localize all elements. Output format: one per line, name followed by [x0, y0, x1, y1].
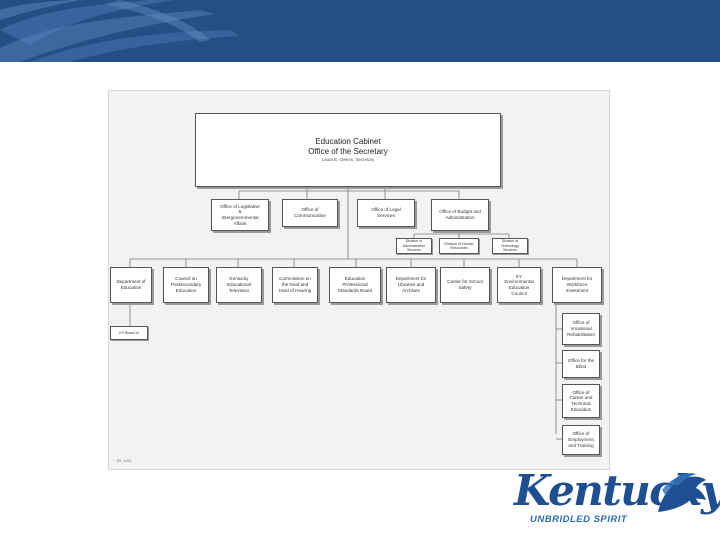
- staff-office-budget: Office of Budget and Administration: [431, 199, 489, 231]
- dept-school-safety: Center for School Safety: [440, 267, 490, 303]
- dept-ket: Kentucky Educational Television: [216, 267, 262, 303]
- office-for-the-blind: Office for the Blind: [562, 350, 600, 378]
- head-title-line2: Office of the Secretary: [308, 146, 388, 156]
- org-chart-image: Education Cabinet Office of the Secretar…: [108, 90, 610, 470]
- ky-board-of-education-box: KY Board of: [110, 326, 148, 340]
- dept-libraries-archives: Department for Libraries and Archives: [386, 267, 436, 303]
- footnote-date: Eff. 11/06: [117, 459, 132, 463]
- dept-education: Department of Education: [110, 267, 152, 303]
- staff-office-legislative: Office of Legislative & Intergovernmenta…: [211, 199, 269, 231]
- horse-head-icon: [658, 473, 706, 512]
- office-employment-training: Office of Employment and Training: [562, 425, 600, 455]
- division-administrative: Division of Administrative Services: [396, 238, 432, 254]
- division-human-resources: Division of Human Resources: [439, 238, 479, 254]
- dept-workforce-investment: Department for Workforce Investment: [552, 267, 602, 303]
- secretary-name: Laura E. Owens, Secretary: [321, 157, 375, 163]
- dept-postsecondary: Council on Postsecondary Education: [163, 267, 209, 303]
- connector-lines: [129, 188, 578, 440]
- head-title-line1: Education Cabinet: [315, 137, 381, 147]
- division-technology: Division of Technology Services: [492, 238, 528, 254]
- header-banner: [0, 0, 720, 62]
- dept-epsb: Education Professional Standards Board: [329, 267, 381, 303]
- staff-office-communication: Office of Communication: [282, 199, 338, 227]
- dept-env-education-council: KY Environmental Education Council: [497, 267, 541, 303]
- office-vocational-rehab: Office of Vocational Rehabilitation: [562, 313, 600, 345]
- education-cabinet-secretary-box: Education Cabinet Office of the Secretar…: [195, 113, 501, 187]
- kentucky-logo: Kentucky UNBRIDLED SPIRIT: [512, 470, 720, 534]
- staff-office-legal: Office of Legal Services: [357, 199, 415, 227]
- office-career-technical-education: Office of Career and Technical Education: [562, 384, 600, 418]
- banner-swoosh-graphic: [0, 0, 240, 62]
- logo-tagline: UNBRIDLED SPIRIT: [530, 514, 628, 525]
- dept-deaf-hard-of-hearing: Commission on the Deaf and Hard of Heari…: [272, 267, 318, 303]
